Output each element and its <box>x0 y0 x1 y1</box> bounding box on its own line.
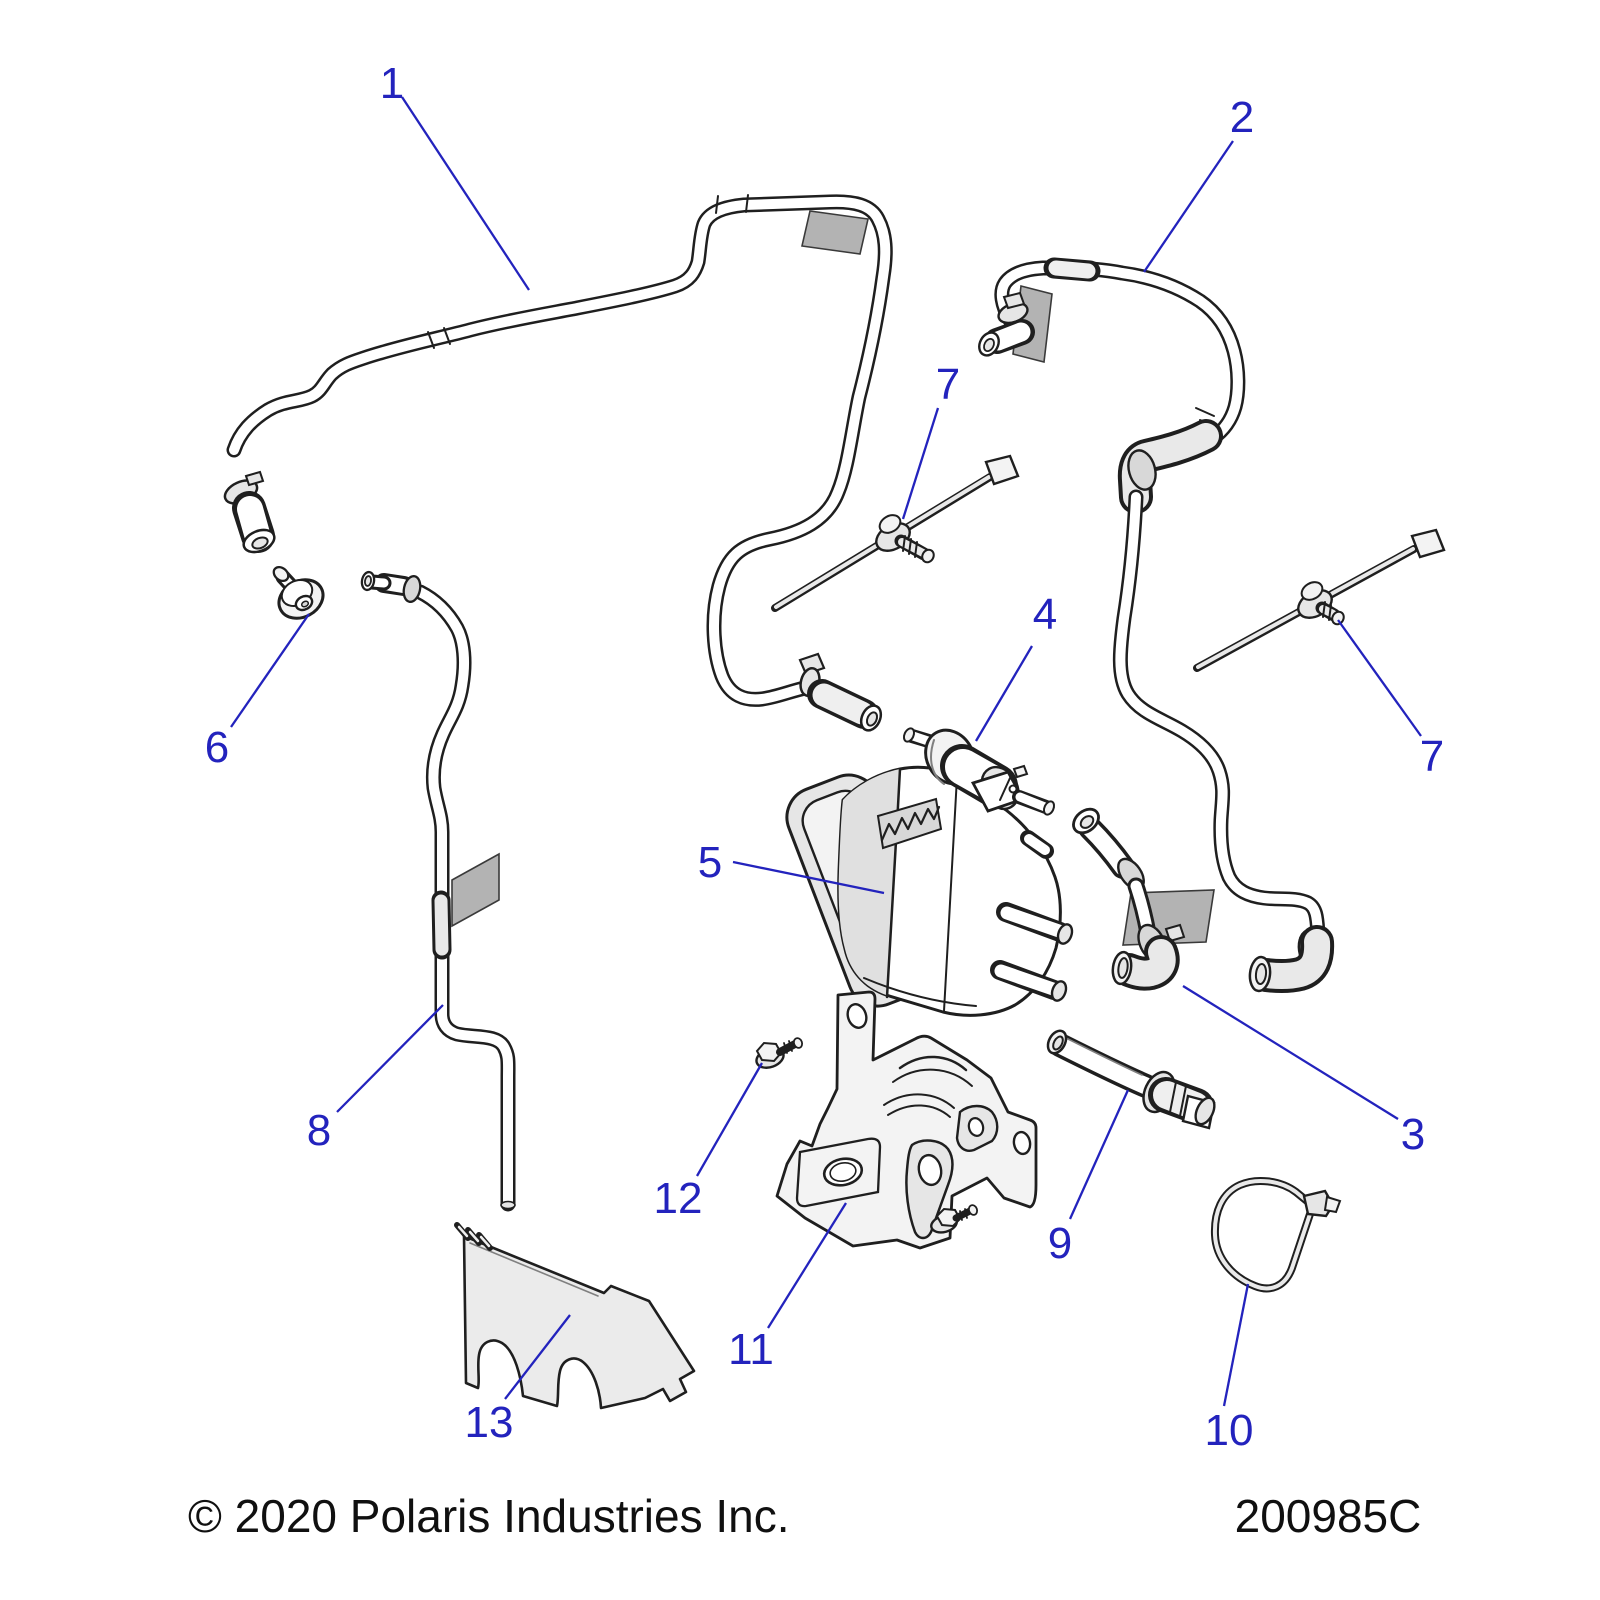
callout-13: 13 <box>465 1398 514 1447</box>
callout-3: 3 <box>1401 1110 1425 1159</box>
leader-line-3 <box>1182 985 1399 1120</box>
leader-line-7 <box>901 407 940 520</box>
callout-9: 9 <box>1048 1219 1072 1268</box>
callout-6: 6 <box>205 723 229 772</box>
part-13-heat-shield-drawing <box>454 1222 696 1410</box>
leader-line-4 <box>975 645 1033 742</box>
leader-line-11 <box>767 1202 847 1329</box>
part-1-tag <box>801 210 869 255</box>
callout-11: 11 <box>728 1325 774 1374</box>
callout-7: 7 <box>1420 732 1444 781</box>
leader-line-10 <box>1222 1283 1250 1407</box>
figure-number: 200985C <box>1235 1490 1422 1542</box>
part-7-cable-tie-right-drawing <box>1193 528 1446 672</box>
part-8-vent-tube-drawing <box>360 570 516 1212</box>
leader-line-13 <box>504 1314 571 1400</box>
part-8-tag <box>451 852 500 928</box>
leader-line-6 <box>230 613 310 728</box>
callout-2: 2 <box>1230 93 1254 142</box>
callout-7: 7 <box>936 360 960 409</box>
part-2-vent-line-assembly-drawing <box>978 257 1335 993</box>
part-10-cable-tie-loop-drawing <box>1210 1176 1342 1293</box>
leader-line-12 <box>696 1062 763 1177</box>
part-3-elbow-fitting-drawing <box>1072 807 1215 991</box>
part-11-mounting-bracket-drawing <box>775 990 1038 1250</box>
callout-5: 5 <box>698 838 722 887</box>
part-9-fuel-hose-drawing <box>1046 1029 1216 1130</box>
callout-10: 10 <box>1205 1406 1254 1455</box>
part-4-purge-valve-drawing <box>902 727 1056 816</box>
part-5-evap-canister-drawing <box>785 765 1074 1017</box>
callout-8: 8 <box>307 1106 331 1155</box>
callout-4: 4 <box>1033 590 1057 639</box>
part-1-fuel-line-drawing <box>223 194 893 732</box>
leader-line-2 <box>1143 140 1234 273</box>
leader-line-5 <box>732 860 885 895</box>
part-7-cable-tie-left-drawing <box>771 454 1020 612</box>
copyright-text: © 2020 Polaris Industries Inc. <box>188 1490 790 1542</box>
part-6-grommet-drawing <box>272 565 325 620</box>
leader-line-8 <box>336 1004 444 1113</box>
callout-1: 1 <box>380 59 404 108</box>
part-12-bolt-drawing <box>755 1037 804 1069</box>
callout-12: 12 <box>654 1174 703 1223</box>
leader-line-9 <box>1068 1089 1130 1220</box>
leader-line-7 <box>1337 619 1422 737</box>
leader-line-1 <box>401 96 530 291</box>
